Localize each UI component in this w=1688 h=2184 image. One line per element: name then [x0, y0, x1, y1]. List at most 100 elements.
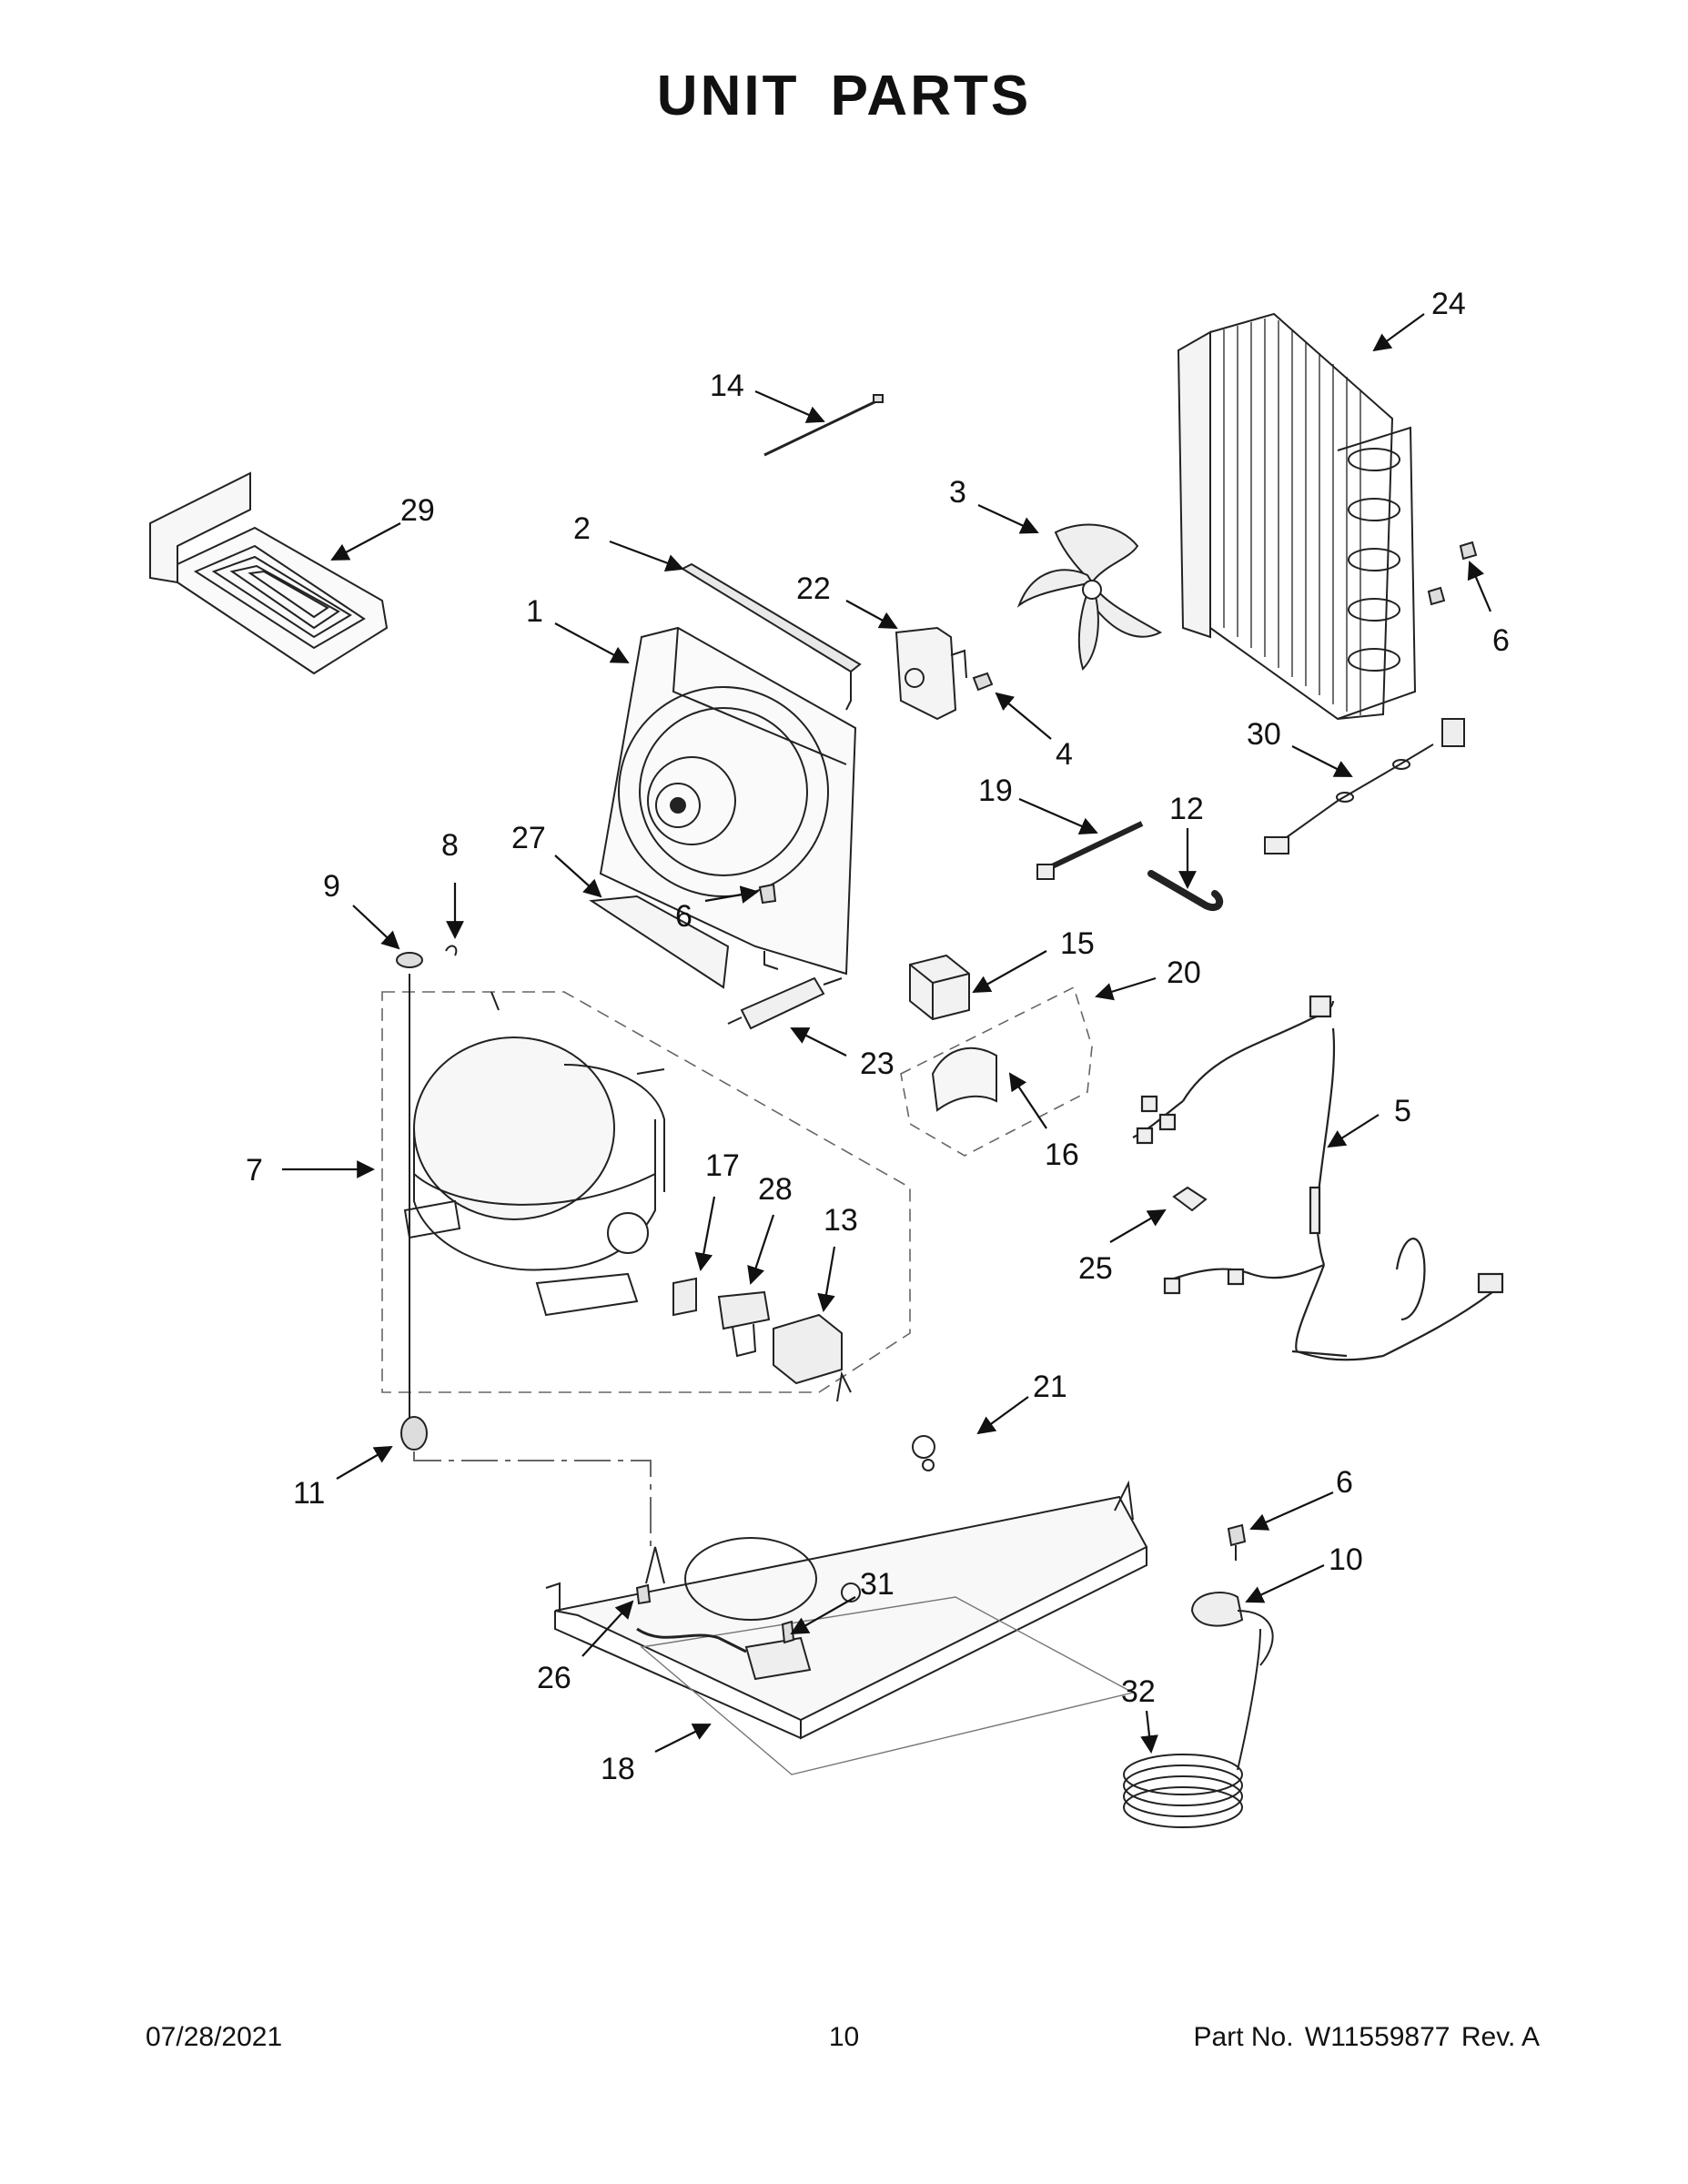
- callout-13: 13: [824, 1203, 858, 1238]
- callout-23: 23: [860, 1046, 895, 1081]
- leader-arrow-28: [747, 1214, 775, 1285]
- sensor-harness-part: [1264, 718, 1465, 854]
- wire-tie-part: [763, 394, 884, 457]
- drain-pan-part: [149, 471, 389, 675]
- callout-14: 14: [710, 369, 744, 403]
- leader-arrow-5: [1327, 1114, 1380, 1148]
- clip-part: [1172, 1186, 1208, 1212]
- callout-25: 25: [1078, 1251, 1113, 1286]
- washer-part: [396, 952, 423, 968]
- callout-27: 27: [511, 821, 546, 855]
- overload-part: [672, 1277, 697, 1317]
- leader-arrow-30: [1291, 745, 1353, 777]
- insulation-sheet-part: [640, 1596, 1135, 1775]
- leader-arrow-6-condenser: [1467, 561, 1492, 612]
- leader-arrow-9: [352, 905, 400, 950]
- footer-part-value: W11559877: [1304, 2022, 1450, 2052]
- wiring-harness-part: [1132, 995, 1504, 1361]
- leader-arrow-25: [1109, 1209, 1167, 1243]
- leader-arrow-17: [694, 1196, 716, 1271]
- leader-arrow-23: [790, 1027, 847, 1057]
- callout-6-condenser: 6: [1492, 623, 1510, 658]
- callout-20: 20: [1167, 956, 1201, 990]
- callout-2: 2: [573, 511, 591, 546]
- footer-date: 07/28/2021: [146, 2022, 283, 2052]
- compressor-assembly-outline: [381, 991, 911, 1393]
- leader-arrow-11: [336, 1446, 393, 1480]
- callout-18: 18: [601, 1752, 635, 1786]
- screw-part-6-shroud: [758, 883, 777, 905]
- fan-blade-part: [1016, 523, 1163, 671]
- callout-9: 9: [323, 869, 340, 904]
- compressor-part: [403, 991, 665, 1317]
- leader-arrow-19: [1018, 797, 1098, 834]
- callout-31: 31: [860, 1567, 895, 1602]
- motor-bracket-part: [895, 626, 967, 721]
- leader-arrow-6-lower: [1249, 1491, 1334, 1531]
- harness-box-outline: [900, 986, 1093, 1157]
- leader-arrow-4: [995, 692, 1052, 740]
- leader-arrow-10: [1245, 1564, 1325, 1603]
- leader-arrow-14: [754, 389, 825, 423]
- leader-arrow-20: [1095, 976, 1157, 1001]
- leader-arrow-24: [1372, 313, 1425, 352]
- valve-part: [636, 1620, 812, 1681]
- leader-arrow-16: [1008, 1072, 1047, 1129]
- callout-5: 5: [1394, 1094, 1411, 1128]
- callout-8: 8: [441, 828, 459, 863]
- callout-17: 17: [705, 1148, 740, 1183]
- callout-4: 4: [1056, 737, 1073, 772]
- callout-22: 22: [796, 571, 831, 606]
- callout-10: 10: [1329, 1542, 1363, 1577]
- leader-arrow-15: [972, 950, 1047, 993]
- callout-3: 3: [949, 475, 966, 510]
- screw-part-4: [972, 672, 994, 692]
- callout-19: 19: [978, 774, 1013, 808]
- clip-part-8: [445, 945, 458, 956]
- callout-6-lower: 6: [1336, 1465, 1353, 1500]
- callout-30: 30: [1247, 717, 1281, 752]
- callout-6-shroud: 6: [675, 899, 692, 934]
- screw-part-6-condenser: [1427, 541, 1478, 606]
- start-device-part: [717, 1290, 771, 1358]
- footer-part-label: Part No.: [1193, 2022, 1294, 2052]
- footer-part-number: Part No. W11559877 Rev. A: [1190, 2022, 1540, 2053]
- callout-1: 1: [526, 594, 543, 629]
- relay-part: [909, 954, 970, 1021]
- tie-strap-part: [1036, 821, 1144, 880]
- leader-arrow-31: [790, 1596, 856, 1634]
- callout-11: 11: [293, 1476, 325, 1511]
- leader-arrow-21: [976, 1396, 1029, 1435]
- cover-part: [773, 1313, 843, 1385]
- leader-arrow-1: [554, 622, 630, 663]
- callout-16: 16: [1045, 1138, 1079, 1172]
- footer-revision: Rev. A: [1461, 2022, 1540, 2052]
- tube-part: [1147, 870, 1224, 912]
- tubing-coil-part: [1123, 1628, 1261, 1828]
- foam-strip-part: [680, 562, 862, 711]
- grommet-part: [400, 974, 652, 1547]
- callout-15: 15: [1060, 926, 1095, 961]
- base-pan-part: [545, 1370, 1148, 1740]
- leader-arrow-6-shroud: [704, 885, 759, 904]
- callout-26: 26: [537, 1661, 571, 1695]
- drier-part: [727, 976, 843, 1030]
- leader-arrow-29: [330, 522, 401, 561]
- callout-28: 28: [758, 1172, 793, 1207]
- leader-arrow-18: [654, 1724, 712, 1753]
- leader-arrow-32: [1140, 1710, 1158, 1754]
- leader-arrow-13: [817, 1246, 836, 1312]
- leader-arrow-3: [977, 504, 1039, 534]
- condenser-part: [1177, 312, 1417, 721]
- bracket-plate-part: [589, 895, 730, 989]
- callout-21: 21: [1033, 1370, 1067, 1404]
- leader-arrow-2: [609, 540, 684, 572]
- clamp-part: [1190, 1592, 1274, 1666]
- screw-part-26: [635, 1583, 652, 1605]
- footer-page-number: 10: [828, 2022, 860, 2052]
- callout-29: 29: [400, 493, 435, 528]
- screw-part-6-lower: [1227, 1523, 1247, 1561]
- leader-arrow-26: [581, 1600, 634, 1657]
- page-title: UNIT PARTS: [656, 65, 1032, 127]
